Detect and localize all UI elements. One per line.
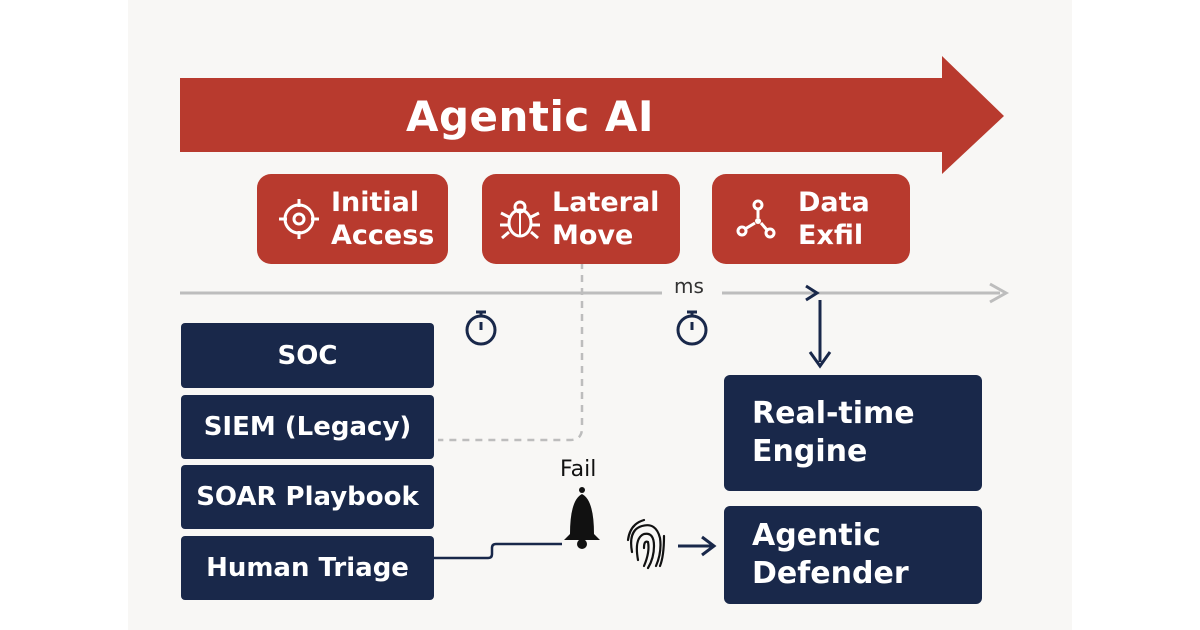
- legacy-siem-label: SIEM (Legacy): [203, 412, 412, 442]
- legacy-soc-box: SOC: [181, 323, 434, 388]
- stage-label-line2: Move: [552, 220, 634, 251]
- realtime-engine-box: Real-time Engine: [724, 375, 982, 491]
- engine-label-line2: Engine: [752, 434, 868, 469]
- defender-label-line2: Defender: [752, 556, 909, 591]
- banner-label: Agentic AI: [405, 91, 655, 141]
- timeline-unit-label: ms: [674, 274, 704, 298]
- agentic-defender-box: Agentic Defender: [724, 506, 982, 604]
- legacy-soc-label: SOC: [277, 340, 338, 371]
- stage-lateral-move: Lateral Move: [482, 174, 680, 264]
- stage-label-line2: Access: [331, 220, 435, 251]
- legacy-soar-box: SOAR Playbook: [181, 465, 434, 529]
- engine-label-line1: Real-time: [752, 396, 915, 431]
- bug-icon: [500, 200, 540, 240]
- crosshair-icon: [279, 199, 319, 239]
- stage-data-exfil: Data Exfil: [712, 174, 910, 264]
- legacy-triage-label: Human Triage: [206, 553, 409, 583]
- stage-initial-access: Initial Access: [257, 174, 448, 264]
- stage-label-line1: Initial: [331, 187, 420, 218]
- legacy-siem-box: SIEM (Legacy): [181, 395, 434, 459]
- stage-label-line2: Exfil: [798, 220, 864, 251]
- alert-fail-label: Fail: [560, 457, 597, 482]
- legacy-triage-box: Human Triage: [181, 536, 434, 600]
- legacy-soar-label: SOAR Playbook: [196, 482, 419, 512]
- stage-label-line1: Data: [798, 187, 870, 218]
- stage-label-line1: Lateral: [552, 187, 660, 218]
- defender-label-line1: Agentic: [752, 518, 881, 553]
- network-nodes-icon: [736, 199, 776, 239]
